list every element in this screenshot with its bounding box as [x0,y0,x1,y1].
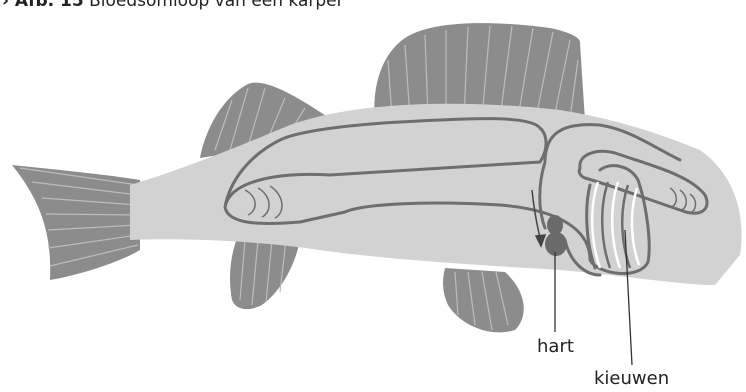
anal-fin [443,268,524,332]
heart-label: hart [537,336,574,357]
tail-fin [12,165,140,280]
gills-label: kieuwen [594,368,669,389]
pelvic-fin [230,236,300,309]
